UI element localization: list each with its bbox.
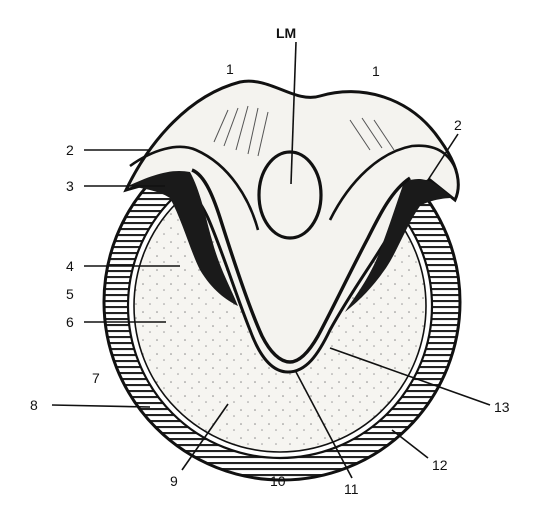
label-9: 9 (170, 473, 178, 489)
label-2: 2 (66, 142, 74, 158)
label-top-right-1: 1 (372, 63, 380, 79)
label-5: 5 (66, 286, 74, 302)
leader-12 (392, 430, 428, 458)
label-3: 3 (66, 178, 74, 194)
label-lm: LM (276, 25, 296, 41)
label-top-right-2: 2 (454, 117, 462, 133)
label-top-left-1: 1 (226, 61, 234, 77)
label-8: 8 (30, 397, 38, 413)
label-13: 13 (494, 399, 510, 415)
label-7: 7 (92, 370, 100, 386)
label-11: 11 (344, 481, 359, 497)
label-10: 10 (270, 473, 286, 489)
notochord-oval (259, 152, 321, 238)
label-12: 12 (432, 457, 448, 473)
label-6: 6 (66, 314, 74, 330)
label-4: 4 (66, 258, 74, 274)
